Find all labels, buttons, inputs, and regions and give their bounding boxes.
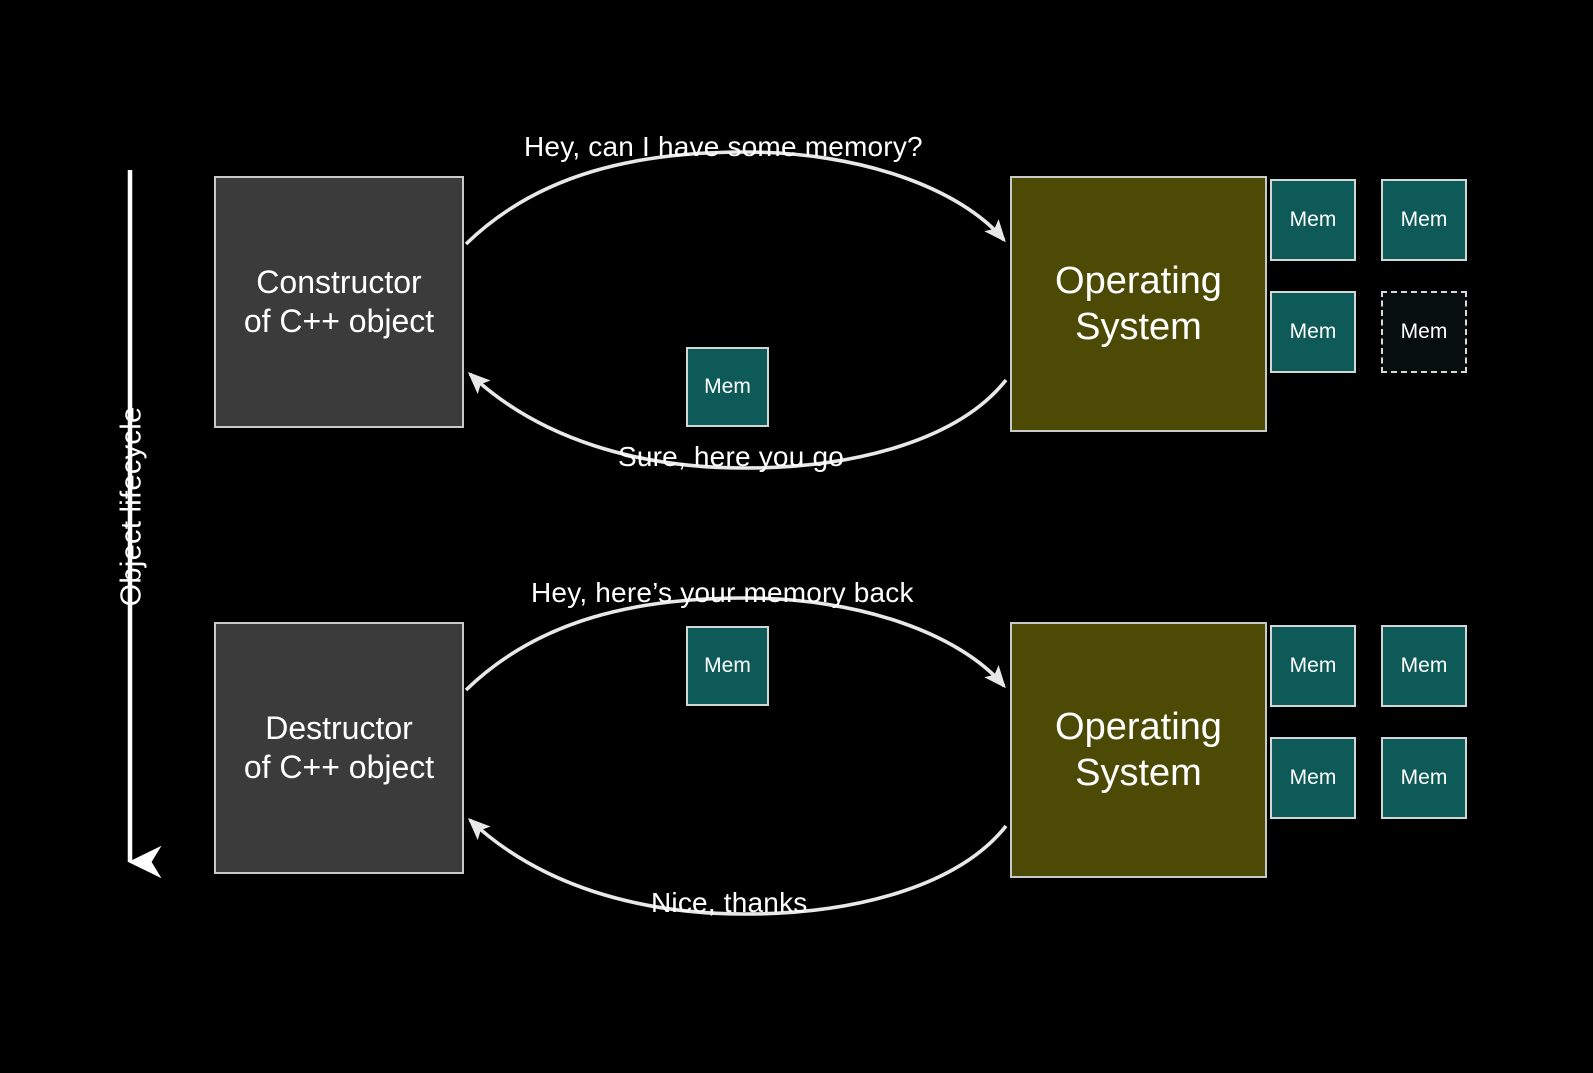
mem-block-label: Mem <box>1289 766 1337 789</box>
object-lifecycle-axis: Object lifecycle <box>108 168 154 878</box>
label-response-destruction: Nice, thanks <box>651 887 808 918</box>
mem-block-label: Mem <box>1400 766 1448 789</box>
constructor-line-2: of C++ object <box>243 303 435 339</box>
mem-block-label: Mem <box>1289 320 1337 343</box>
constructor-line-1: Constructor <box>256 263 422 300</box>
mem-block-label: Mem <box>704 654 751 677</box>
os-line-2-destruction: System <box>1075 752 1202 794</box>
destructor-line-1: Destructor <box>265 709 413 746</box>
label-request-construction: Hey, can I have some memory? <box>524 131 923 162</box>
mem-block-label: Mem <box>1400 208 1448 231</box>
destructor-box-text: Destructor of C++ object <box>244 709 434 787</box>
mem-block-label: Mem <box>1289 654 1337 677</box>
mem-pool-block-1-construction[interactable]: Mem <box>1381 179 1467 261</box>
object-lifecycle-label: Object lifecycle <box>115 406 148 607</box>
mem-pool-block-1-destruction[interactable]: Mem <box>1381 625 1467 707</box>
operating-system-text-destruction: Operating System <box>1055 704 1222 797</box>
mem-pool-block-3-destruction[interactable]: Mem <box>1381 737 1467 819</box>
destructor-box[interactable]: Destructor of C++ object <box>214 622 464 874</box>
mem-block-label: Mem <box>1289 208 1337 231</box>
mem-block-in-transit-construction[interactable]: Mem <box>686 347 769 427</box>
os-line-1-construction: Operating <box>1055 259 1222 302</box>
mem-pool-block-0-construction[interactable]: Mem <box>1270 179 1356 261</box>
mem-block-in-transit-destruction[interactable]: Mem <box>686 626 769 706</box>
operating-system-box-destruction[interactable]: Operating System <box>1010 622 1267 878</box>
destructor-line-2: of C++ object <box>243 749 435 785</box>
mem-block-label: Mem <box>704 375 751 398</box>
constructor-box-text: Constructor of C++ object <box>244 263 434 341</box>
os-line-1-destruction: Operating <box>1055 705 1222 748</box>
os-line-2-construction: System <box>1075 306 1202 348</box>
label-response-construction: Sure, here you go <box>618 441 844 472</box>
mem-block-label: Mem <box>1400 320 1448 343</box>
mem-pool-block-3-construction-free[interactable]: Mem <box>1381 291 1467 373</box>
constructor-box[interactable]: Constructor of C++ object <box>214 176 464 428</box>
label-request-destruction: Hey, here’s your memory back <box>531 577 914 608</box>
mem-pool-block-2-construction[interactable]: Mem <box>1270 291 1356 373</box>
arrow-request-construction <box>464 150 1006 246</box>
mem-pool-block-2-destruction[interactable]: Mem <box>1270 737 1356 819</box>
mem-block-label: Mem <box>1400 654 1448 677</box>
mem-pool-block-0-destruction[interactable]: Mem <box>1270 625 1356 707</box>
operating-system-text-construction: Operating System <box>1055 258 1222 351</box>
operating-system-box-construction[interactable]: Operating System <box>1010 176 1267 432</box>
